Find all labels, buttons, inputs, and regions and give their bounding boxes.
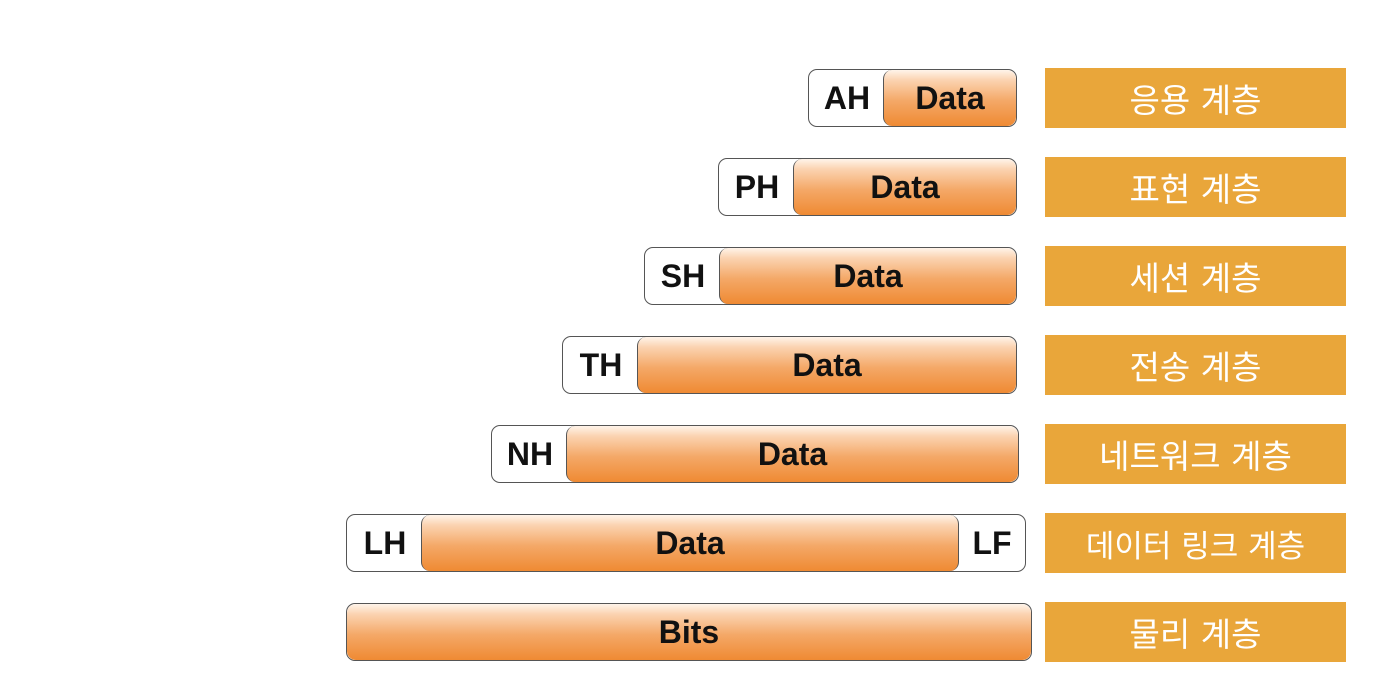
header-ah: AH bbox=[823, 79, 871, 116]
header-th: TH bbox=[579, 346, 623, 383]
packet-transport: TH Data bbox=[562, 336, 1017, 394]
layer-label-transport: 전송 계층 bbox=[1045, 335, 1346, 395]
packet-session: SH Data bbox=[644, 247, 1017, 305]
bits-segment: Bits bbox=[347, 604, 1031, 660]
header-lh: LH bbox=[363, 524, 407, 561]
data-segment: Data bbox=[421, 515, 959, 571]
header-ph: PH bbox=[734, 168, 780, 205]
packet-network: NH Data bbox=[491, 425, 1019, 483]
data-segment: Data bbox=[793, 159, 1016, 215]
layer-label-physical: 물리 계층 bbox=[1045, 602, 1346, 662]
packet-presentation: PH Data bbox=[718, 158, 1017, 216]
packet-data-link: LH Data LF bbox=[346, 514, 1026, 572]
layer-label-data-link: 데이터 링크 계층 bbox=[1045, 513, 1346, 573]
data-segment: Data bbox=[637, 337, 1016, 393]
packet-application: AH Data bbox=[808, 69, 1017, 127]
layer-label-session: 세션 계층 bbox=[1045, 246, 1346, 306]
layer-label-application: 응용 계층 bbox=[1045, 68, 1346, 128]
header-sh: SH bbox=[660, 257, 706, 294]
data-segment: Data bbox=[566, 426, 1018, 482]
layer-label-presentation: 표현 계층 bbox=[1045, 157, 1346, 217]
data-segment: Data bbox=[719, 248, 1016, 304]
header-nh: NH bbox=[506, 435, 554, 472]
trailer-lf: LF bbox=[972, 524, 1012, 561]
layer-label-network: 네트워크 계층 bbox=[1045, 424, 1346, 484]
data-segment: Data bbox=[883, 70, 1016, 126]
packet-physical: Bits bbox=[346, 603, 1032, 661]
